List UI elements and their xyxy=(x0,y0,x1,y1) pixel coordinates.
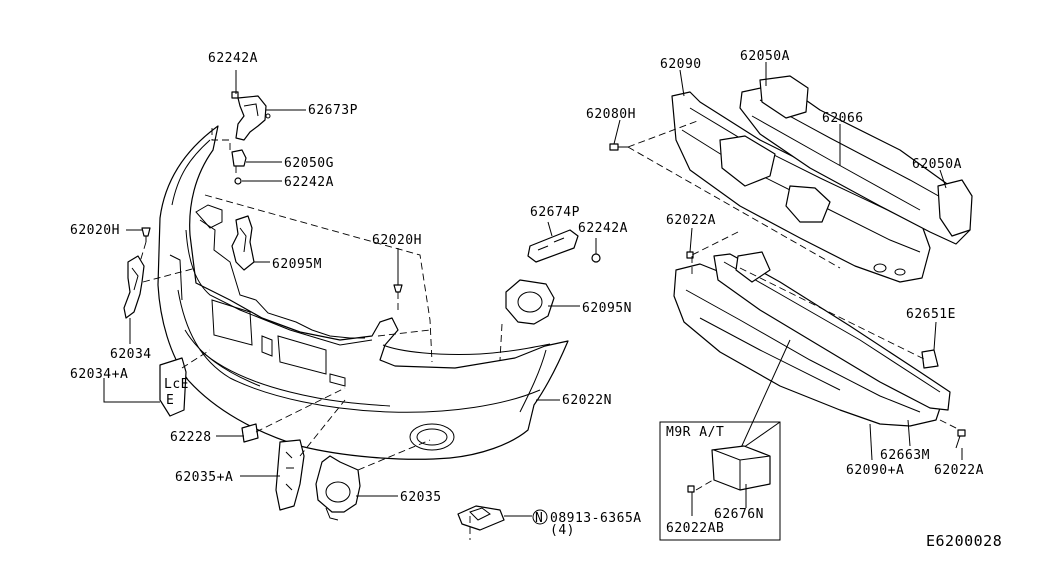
label-62673P: 62673P xyxy=(308,103,358,118)
label-inset-title: M9R A/T xyxy=(666,425,724,440)
label-62050A-top: 62050A xyxy=(740,49,790,64)
label-62066: 62066 xyxy=(822,111,864,126)
label-62242A-mid: 62242A xyxy=(284,175,334,190)
bracket-62034 xyxy=(123,255,145,319)
bracket-62095M xyxy=(231,215,255,271)
label-08913-qty: (4) xyxy=(550,523,575,538)
label-62022AB: 62022AB xyxy=(666,521,724,536)
diagram-reference-id: E6200028 xyxy=(926,532,1002,550)
label-62095N: 62095N xyxy=(582,301,632,316)
bracket-62673P xyxy=(231,91,271,141)
nut-symbol xyxy=(532,509,548,525)
dashed-leaders xyxy=(139,119,961,540)
label-62095M: 62095M xyxy=(272,257,322,272)
svg-text:E: E xyxy=(166,393,174,408)
label-62050A-right: 62050A xyxy=(912,157,962,172)
bumper-fascia xyxy=(157,125,569,460)
bracket-62095N xyxy=(505,279,555,325)
bolt-62022A-right xyxy=(955,429,966,449)
cover-62228 xyxy=(241,423,259,443)
label-62242A-right: 62242A xyxy=(578,221,628,236)
bolt-62080H xyxy=(609,143,628,151)
clip-62651E xyxy=(921,349,939,369)
clip-62020H-center xyxy=(393,284,403,293)
label-62035: 62035 xyxy=(400,490,442,505)
label-62090: 62090 xyxy=(660,57,702,72)
label-62034: 62034 xyxy=(110,347,152,362)
screw-62242A-right xyxy=(591,253,601,263)
leader-lines xyxy=(103,62,963,517)
bezel-62035 xyxy=(315,455,361,521)
label-62674P: 62674P xyxy=(530,205,580,220)
trim-62035A xyxy=(275,439,305,511)
clip-62050G xyxy=(231,149,247,167)
label-08913-prefix: N xyxy=(535,511,543,526)
label-62020H-center: 62020H xyxy=(372,233,422,248)
clip-62020H-left xyxy=(141,227,151,242)
label-62022N: 62022N xyxy=(562,393,612,408)
label-62020H-left: 62020H xyxy=(70,223,120,238)
label-62090A: 62090+A xyxy=(846,463,904,478)
beam-62066 xyxy=(739,75,973,245)
trim-62034A: LcE E xyxy=(159,357,189,417)
bracket-62674P xyxy=(527,229,579,263)
label-62080H: 62080H xyxy=(586,107,636,122)
label-62242A-top: 62242A xyxy=(208,51,258,66)
label-62034A: 62034+A xyxy=(70,367,128,382)
inset-box xyxy=(659,421,781,541)
label-62651E: 62651E xyxy=(906,307,956,322)
label-62022A-right: 62022A xyxy=(934,463,984,478)
label-62663M: 62663M xyxy=(880,448,930,463)
label-62050G: 62050G xyxy=(284,156,334,171)
label-62022A-left: 62022A xyxy=(666,213,716,228)
label-62228: 62228 xyxy=(170,430,212,445)
label-62035A: 62035+A xyxy=(175,470,233,485)
screw-62242A xyxy=(234,177,242,185)
svg-text:LcE: LcE xyxy=(164,377,189,392)
clip-nut-08913 xyxy=(457,505,505,531)
beam-62663M xyxy=(713,251,951,411)
absorber-62090A xyxy=(673,263,941,427)
label-08913: 08913-6365A xyxy=(550,511,642,526)
label-62676N: 62676N xyxy=(714,507,764,522)
part-labels: 62242A 62673P 62050G 62242A 62020H 62095… xyxy=(70,49,1002,550)
reinforcement-62090 xyxy=(671,91,931,283)
